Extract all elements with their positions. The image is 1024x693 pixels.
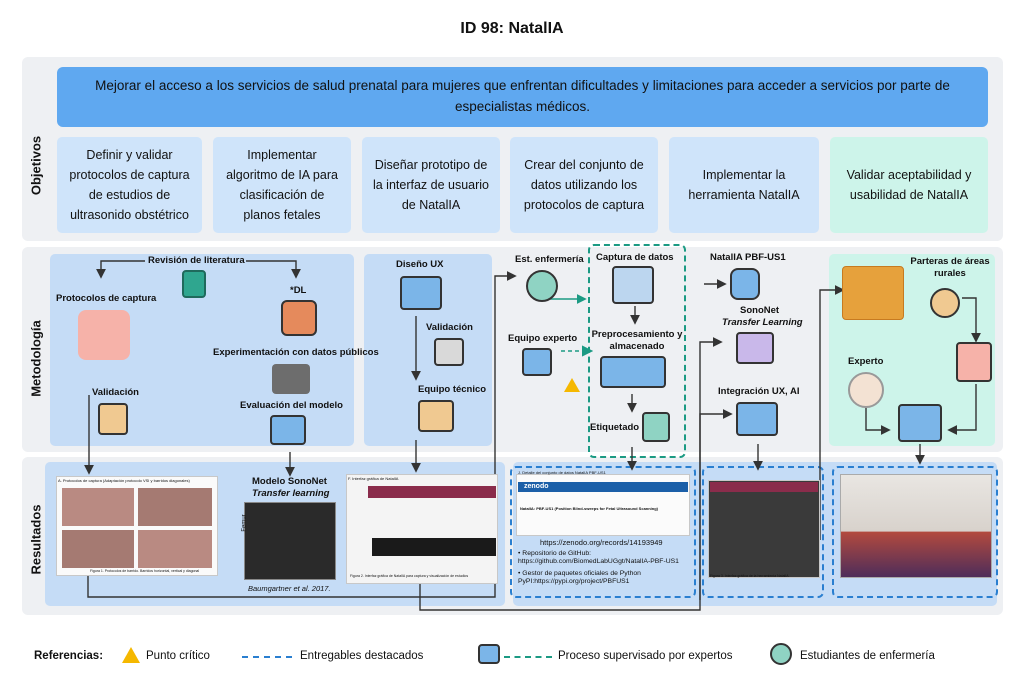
pypi-link-text[interactable]: Gestor de paquetes oficiales de Python P… <box>518 570 641 586</box>
expert-avatar-icon <box>848 372 884 408</box>
objective-card: Implementar algoritmo de IA para clasifi… <box>213 137 351 233</box>
map-guatemala-icon <box>842 266 904 320</box>
zenodo-logo: zenodo <box>518 482 688 492</box>
label-expert: Experto <box>848 356 884 367</box>
goal-banner: Mejorar el acceso a los servicios de sal… <box>57 67 988 127</box>
literature-icon <box>182 270 206 298</box>
label-preprocessing: Preprocesamiento y almacenado <box>590 329 684 354</box>
objective-card: Crear del conjunto de datos utilizando l… <box>510 137 658 233</box>
objective-card: Diseñar prototipo de la interfaz de usua… <box>362 137 500 233</box>
dataset-caption: J. Detalle del conjunto de datos NatalIA… <box>518 470 606 475</box>
ux-design-icon <box>400 276 442 310</box>
deliverable-box-validation <box>832 466 998 598</box>
ui-thumbnail-strip <box>372 538 496 556</box>
protocol-photo-3 <box>62 530 134 568</box>
legend-deliverables-line <box>242 656 292 658</box>
legend-critical: Punto crítico <box>146 650 210 662</box>
objective-card: Definir y validar protocolos de captura … <box>57 137 202 233</box>
tool-header-bar <box>710 482 818 492</box>
protocol-photo-4 <box>138 530 212 568</box>
label-midwives: Parteras de áreas rurales <box>908 256 992 281</box>
legend-expert-icon <box>478 644 500 664</box>
objective-card: Validar aceptabilidad y usabilidad de Na… <box>830 137 988 233</box>
citation-text: Baumgartner et al. 2017. <box>248 584 331 593</box>
tool-figure-caption: Figura 3. Interfaz gráfica de la herrami… <box>710 574 789 578</box>
protocols-figure-caption: Figura 1. Protocolos de barrido. Barrido… <box>90 569 200 573</box>
label-integration: Integración UX, AI <box>718 386 800 397</box>
ui-figure-caption: Figura 2. Interfaz gráfica de NatalIA pa… <box>350 574 469 578</box>
protocol-photo-1 <box>62 488 134 526</box>
label-nursing-students: Est. enfermería <box>515 254 584 265</box>
data-capture-icon <box>612 266 654 304</box>
label-literature-review: Revisión de literatura <box>148 255 245 266</box>
pypi-link[interactable]: • Gestor de paquetes oficiales de Python… <box>518 570 641 586</box>
tech-team-icon <box>418 400 454 432</box>
label-preprocessing-text: Preprocesamiento y almacenado <box>591 329 683 353</box>
label-labeling: Etiquetado <box>590 422 640 433</box>
ultrasound-image-icon <box>272 364 310 394</box>
sononet-network-icon <box>736 332 774 364</box>
sononet-result-image <box>244 502 336 580</box>
label-transfer-learning: Transfer Learning <box>722 317 803 328</box>
ai-chip-icon <box>281 300 317 336</box>
ui-result-caption: F. Interfaz gráfica de NatalIA <box>348 476 399 481</box>
label-capture-protocols: Protocolos de captura <box>56 293 157 304</box>
preprocessing-icon <box>600 356 666 388</box>
label-expert-team: Equipo experto <box>508 333 578 344</box>
validation-session-photo <box>840 474 992 578</box>
legend-students-icon <box>770 643 792 665</box>
ultrasound-scan-icon <box>78 310 130 360</box>
database-icon <box>730 268 760 300</box>
sononet-result-subtitle: Transfer learning <box>252 488 330 499</box>
label-validation-1: Validación <box>92 387 139 398</box>
label-natalia-pbf: NatalIA PBF-US1 <box>710 252 786 263</box>
tool-result-image <box>708 480 820 578</box>
validation-clipboard-icon <box>98 403 128 435</box>
legend-supervised: Proceso supervisado por expertos <box>558 650 733 662</box>
deliverable-box-tool <box>702 466 824 598</box>
label-validation-2: Validación <box>426 322 473 333</box>
label-data-capture: Captura de datos <box>596 252 674 263</box>
label-midwives-text: Parteras de áreas rurales <box>910 256 990 280</box>
expert-team-icon <box>522 348 552 376</box>
ultrasound-device-icon <box>956 342 992 382</box>
model-eval-icon <box>270 415 306 445</box>
telemedicine-icon <box>898 404 942 442</box>
label-experimentation: Experimentación con datos públicos <box>213 347 379 358</box>
sononet-result-title: Modelo SonoNet <box>252 476 327 487</box>
legend-title: Referencias: <box>34 650 104 662</box>
legend-students: Estudiantes de enfermería <box>800 650 935 662</box>
legend-deliverables: Entregables destacados <box>300 650 424 662</box>
github-link-text[interactable]: Repositorio de GitHub: https://github.co… <box>518 550 679 566</box>
midwife-icon <box>930 288 960 318</box>
objective-card: Implementar la herramienta NatalIA <box>669 137 819 233</box>
legend-supervised-line <box>504 656 552 658</box>
sononet-side-label: Femur <box>241 514 248 532</box>
integration-icon <box>736 402 778 436</box>
critical-point-icon <box>564 378 580 392</box>
github-link[interactable]: • Repositorio de GitHub: https://github.… <box>518 550 679 566</box>
nursing-students-icon <box>526 270 558 302</box>
zenodo-url-link[interactable]: https://zenodo.org/records/14193949 <box>540 538 663 547</box>
ui-header-bar <box>368 486 496 498</box>
protocol-photo-2 <box>138 488 212 526</box>
zenodo-record-title: NatalIA: PBF-US1 (Position Blind-sweeps … <box>520 506 659 511</box>
label-model-eval: Evaluación del modelo <box>240 400 343 411</box>
protocols-caption: A. Protocolos de captura (Adaptación pro… <box>58 478 190 483</box>
label-sononet: SonoNet <box>740 305 780 316</box>
validation-icon-2 <box>434 338 464 366</box>
page-title: ID 98: NatalIA <box>460 20 564 37</box>
label-dl: *DL <box>290 285 307 296</box>
deliverable-box-dataset <box>510 466 696 598</box>
legend-critical-icon <box>122 647 140 663</box>
label-tech-team: Equipo técnico <box>418 384 487 395</box>
labeling-icon <box>642 412 670 442</box>
label-ux-design: Diseño UX <box>396 259 444 270</box>
